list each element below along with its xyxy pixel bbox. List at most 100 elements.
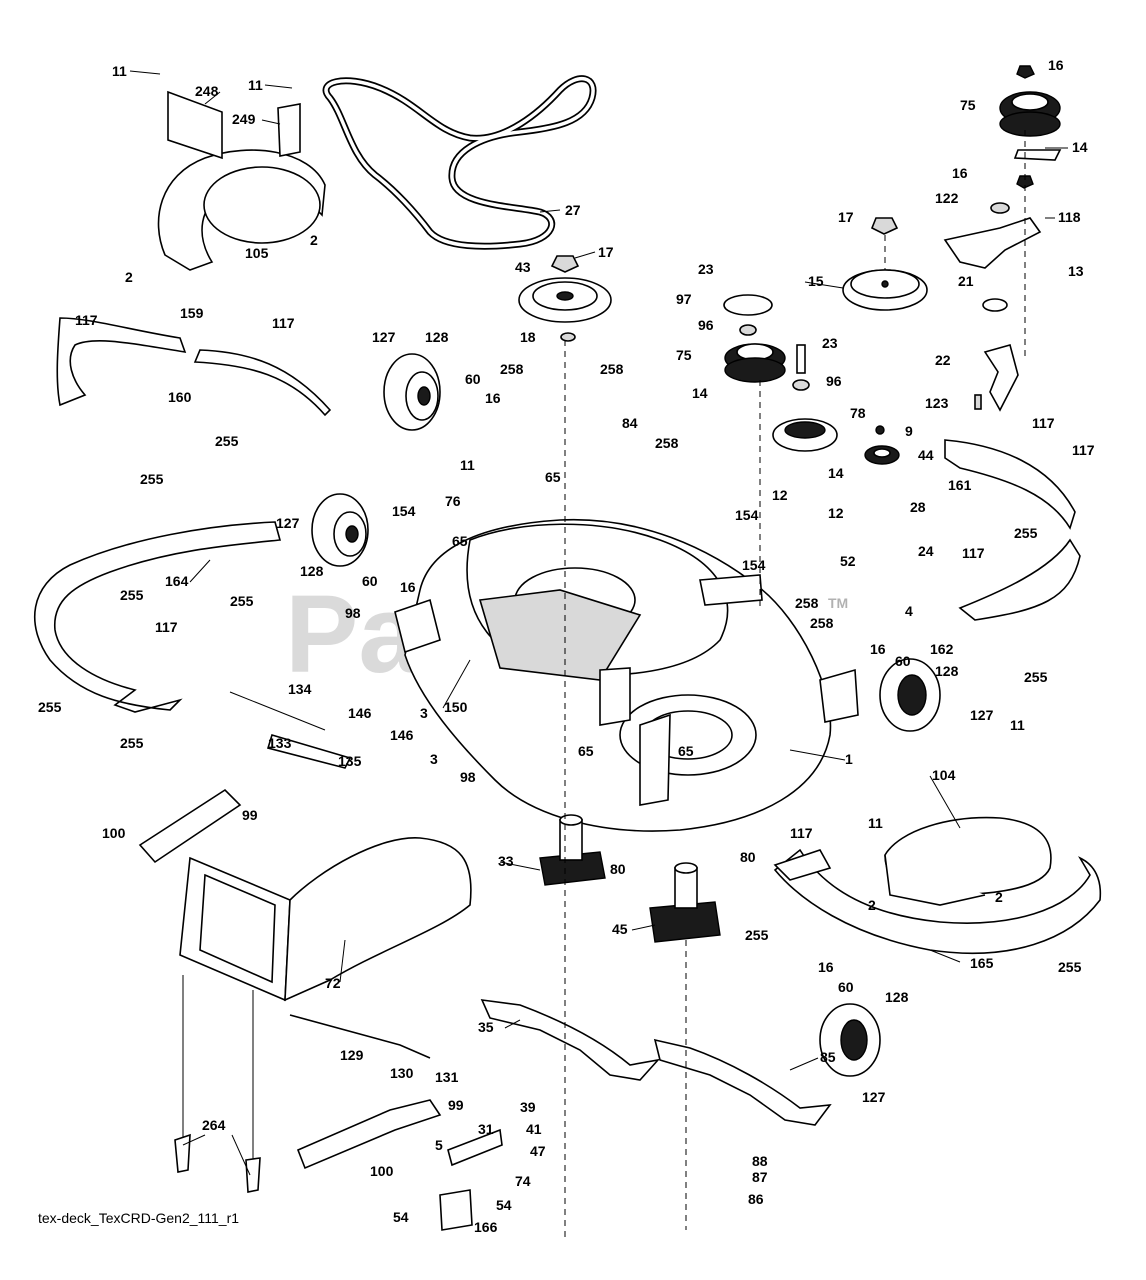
callout-13: 13 [1068, 263, 1084, 279]
callout-255: 255 [230, 593, 254, 609]
callout-258: 258 [500, 361, 524, 377]
pulley-78 [772, 344, 900, 465]
callout-9: 9 [905, 423, 913, 439]
idler-arm-assembly [943, 65, 1062, 412]
callout-60: 60 [362, 573, 378, 589]
callout-255: 255 [120, 735, 144, 751]
center-pulley-stack [723, 294, 786, 383]
callout-118: 118 [1058, 209, 1081, 225]
callout-2: 2 [868, 897, 876, 913]
callout-86: 86 [748, 1191, 764, 1207]
callout-258: 258 [655, 435, 679, 451]
lift-rods [174, 975, 261, 1193]
callout-17: 17 [838, 209, 854, 225]
callout-154: 154 [392, 503, 416, 519]
gauge-wheels [311, 353, 941, 1077]
callout-5: 5 [435, 1137, 443, 1153]
callout-12: 12 [772, 487, 788, 503]
callout-33: 33 [498, 853, 514, 869]
right-baffles [944, 439, 1081, 621]
callout-60: 60 [838, 979, 854, 995]
lift-arms [138, 691, 503, 1231]
callout-39: 39 [520, 1099, 536, 1115]
callout-54: 54 [393, 1209, 409, 1225]
callout-117: 117 [272, 315, 295, 331]
callout-27: 27 [565, 202, 581, 218]
callout-127: 127 [862, 1089, 886, 1105]
callout-255: 255 [1024, 669, 1048, 685]
callout-127: 127 [970, 707, 994, 723]
callout-165: 165 [970, 955, 994, 971]
watermark-tm: TM [828, 595, 848, 611]
callout-75: 75 [676, 347, 692, 363]
callout-54: 54 [496, 1197, 512, 1213]
callout-87: 87 [752, 1169, 768, 1185]
callout-117: 117 [790, 825, 813, 841]
callout-47: 47 [530, 1143, 546, 1159]
drive-belt [322, 75, 597, 250]
callout-11: 11 [460, 457, 475, 473]
callout-117: 117 [962, 545, 985, 561]
blades [480, 999, 832, 1126]
callout-16: 16 [1048, 57, 1064, 73]
callout-131: 131 [435, 1069, 459, 1085]
callout-14: 14 [828, 465, 844, 481]
callout-117: 117 [75, 312, 98, 328]
callout-16: 16 [485, 390, 501, 406]
callout-84: 84 [622, 415, 638, 431]
callout-4: 4 [905, 603, 913, 619]
callout-255: 255 [38, 699, 62, 715]
callout-127: 127 [372, 329, 396, 345]
callout-128: 128 [425, 329, 449, 345]
callout-258: 258 [600, 361, 624, 377]
callout-31: 31 [478, 1121, 494, 1137]
callout-11: 11 [868, 815, 883, 831]
callout-135: 135 [338, 753, 362, 769]
callout-130: 130 [390, 1065, 414, 1081]
callout-117: 117 [1072, 442, 1095, 458]
callout-128: 128 [885, 989, 909, 1005]
callout-150: 150 [444, 699, 468, 715]
callout-11: 11 [112, 63, 127, 79]
callout-146: 146 [348, 705, 372, 721]
callout-255: 255 [215, 433, 239, 449]
callout-117: 117 [155, 619, 178, 635]
part-callouts: 11 248 11 249 105 2 2 27 17 43 18 16 75 … [38, 57, 1095, 1235]
callout-16: 16 [400, 579, 416, 595]
callout-258: 258 [810, 615, 834, 631]
callout-24: 24 [918, 543, 934, 559]
callout-98: 98 [345, 605, 361, 621]
callout-80: 80 [740, 849, 756, 865]
mulch-plug-104 [884, 816, 1052, 906]
callout-60: 60 [465, 371, 481, 387]
callout-99: 99 [448, 1097, 464, 1113]
callout-72: 72 [325, 975, 341, 991]
callout-146: 146 [390, 727, 414, 743]
callout-134: 134 [288, 681, 312, 697]
callout-45: 45 [612, 921, 628, 937]
callout-11: 11 [248, 77, 263, 93]
callout-78: 78 [850, 405, 866, 421]
callout-16: 16 [952, 165, 968, 181]
callout-2: 2 [995, 889, 1003, 905]
callout-65: 65 [452, 533, 468, 549]
right-deflector-165 [773, 848, 1102, 954]
callout-160: 160 [168, 389, 192, 405]
callout-3: 3 [430, 751, 438, 767]
callout-23: 23 [698, 261, 714, 277]
spindle-assemblies [539, 814, 721, 943]
mower-deck-1 [394, 518, 859, 832]
callout-2: 2 [310, 232, 318, 248]
callout-28: 28 [910, 499, 926, 515]
callout-127: 127 [276, 515, 300, 531]
callout-75: 75 [960, 97, 976, 113]
callout-164: 164 [165, 573, 189, 589]
callout-255: 255 [1014, 525, 1038, 541]
callout-154: 154 [735, 507, 759, 523]
idler-pulley-43 [518, 255, 612, 342]
callout-14: 14 [1072, 139, 1088, 155]
callout-17: 17 [598, 244, 614, 260]
discharge-chute-72 [179, 837, 472, 1002]
callout-16: 16 [818, 959, 834, 975]
